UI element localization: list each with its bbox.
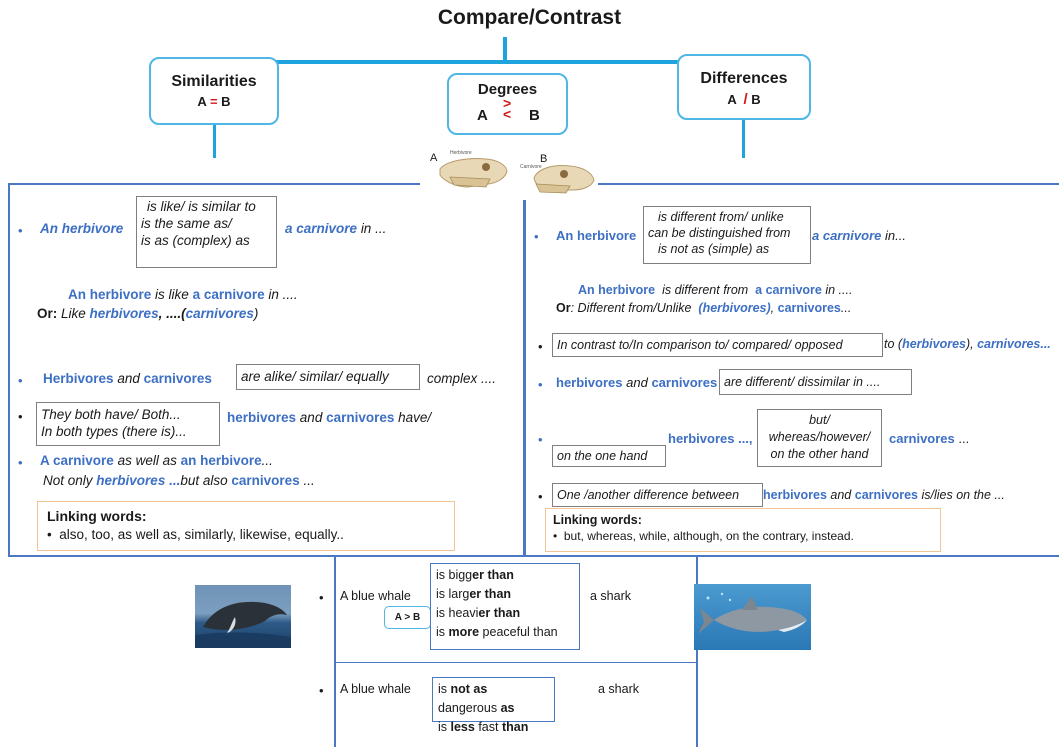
example-object-2: a shark — [598, 682, 639, 696]
sim-linking-heading: Linking words: — [47, 508, 147, 524]
similarities-panel-bottom — [8, 555, 524, 557]
carnivore-skull-image: B Carnivore — [520, 152, 598, 196]
sim-row5-box: They both have/ Both... In both types (t… — [36, 402, 220, 446]
comparative-item: is heavier than — [436, 606, 521, 620]
sim-row4-subject: Herbivores and carnivores — [43, 371, 212, 386]
sim-row1-object: a carnivore in ... — [285, 221, 387, 236]
connector-horizontal-top — [215, 60, 745, 64]
diff-linking-items: • but, whereas, while, although, on the … — [553, 529, 854, 543]
bullet: • — [538, 377, 543, 392]
example-right-border — [696, 557, 698, 747]
example-left-border — [334, 557, 336, 747]
similarities-heading: Similarities — [171, 73, 257, 90]
sim-row6: A carnivore as well as an herbivore... — [40, 453, 273, 468]
bullet: • — [18, 223, 23, 238]
sim-row5-text: herbivores and carnivores have/ — [227, 410, 432, 425]
example-subject: A blue whale — [340, 589, 411, 603]
sim-row4-tail: complex .... — [427, 371, 497, 386]
bullet: • — [538, 432, 543, 447]
diff-row4-tail: to (herbivores), carnivores... — [884, 337, 1051, 351]
sim-row1-subject: An herbivore — [40, 221, 124, 236]
comparatives-box: is bigger than is larger than is heavier… — [430, 563, 580, 650]
diff-row5-subject: herbivores and carnivores — [556, 375, 718, 390]
example-object: a shark — [590, 589, 631, 603]
differences-box: Differences A / B — [677, 54, 811, 120]
bullet: • — [538, 489, 543, 504]
negatives-box: is not as dangerous as is less fast than — [432, 677, 555, 734]
sim-row4-box: are alike/ similar/ equally — [236, 364, 420, 390]
degrees-formula: A > < B — [477, 95, 540, 124]
bullet: • — [18, 455, 23, 470]
herbivore-skull-image: A Herbivore — [428, 147, 510, 193]
diff-row6-herbivores: herbivores ..., — [668, 431, 753, 446]
bullet: • — [319, 590, 324, 605]
negative-item: is not as dangerous as — [438, 682, 515, 715]
degrees-heading: Degrees — [477, 81, 538, 98]
degrees-box: Degrees A > < B — [447, 73, 568, 135]
diff-row6-box2: but/ whereas/however/ on the other hand — [757, 409, 882, 467]
diff-row3: Or: Different from/Unlike (herbivores), … — [556, 301, 852, 315]
a-greater-b-badge: A > B — [384, 606, 431, 629]
sim-row7: Not only herbivores ...but also carnivor… — [43, 473, 315, 488]
diff-row7-box: One /another difference between — [552, 483, 763, 507]
example-subject-2: A blue whale — [340, 682, 411, 696]
bullet: • — [18, 409, 23, 424]
shark-image — [694, 584, 811, 650]
diff-row7-text: herbivores and carnivores is/lies on the… — [763, 488, 1005, 502]
bullet: • — [538, 339, 543, 354]
example-divider — [335, 662, 697, 663]
bullet: • — [319, 683, 324, 698]
diff-row2: An herbivore is different from a carnivo… — [578, 283, 853, 297]
similarities-box: Similarities A = B — [149, 57, 279, 125]
differences-heading: Differences — [700, 70, 788, 87]
diff-row6-carnivores: carnivores ... — [889, 431, 970, 446]
diff-linking-words-box: Linking words: • but, whereas, while, al… — [545, 508, 941, 552]
comparative-item: is larger than — [436, 587, 512, 601]
negative-item: is less fast than — [438, 720, 529, 734]
blue-whale-image — [195, 585, 291, 648]
sim-row2: An herbivore is like a carnivore in .... — [68, 287, 298, 302]
diff-linking-heading: Linking words: — [553, 513, 642, 527]
diff-row1-object: a carnivore in... — [812, 228, 906, 243]
bullet: • — [534, 229, 539, 244]
diff-row6-box1: on the one hand — [552, 445, 666, 467]
sim-linking-words-box: Linking words: • also, too, as well as, … — [37, 501, 455, 551]
diff-row1-subject: An herbivore — [556, 228, 637, 243]
comparative-item: is bigger than — [436, 568, 514, 582]
diff-row5-box: are different/ dissimilar in .... — [719, 369, 912, 395]
diff-row4-box: In contrast to/In comparison to/ compare… — [552, 333, 883, 357]
differences-panel-bottom — [524, 555, 1059, 557]
sim-row1-options-box: is like/ is similar to is the same as/ i… — [136, 196, 277, 268]
panel-divider — [523, 200, 526, 557]
sim-row3: Or: Like herbivores, ....(carnivores) — [37, 306, 259, 321]
diff-row1-options-box: is different from/ unlike can be disting… — [643, 206, 811, 264]
similarities-formula: A = B — [197, 94, 231, 109]
similarities-panel-top-right — [8, 183, 420, 185]
connector-vertical-top — [503, 37, 507, 63]
differences-formula: A / B — [727, 91, 761, 108]
page-title: Compare/Contrast — [437, 6, 622, 29]
differences-panel-top — [598, 183, 1059, 185]
bullet: • — [18, 373, 23, 388]
comparative-item: is more peaceful than — [436, 625, 558, 639]
sim-linking-items: • also, too, as well as, similarly, like… — [47, 527, 344, 542]
